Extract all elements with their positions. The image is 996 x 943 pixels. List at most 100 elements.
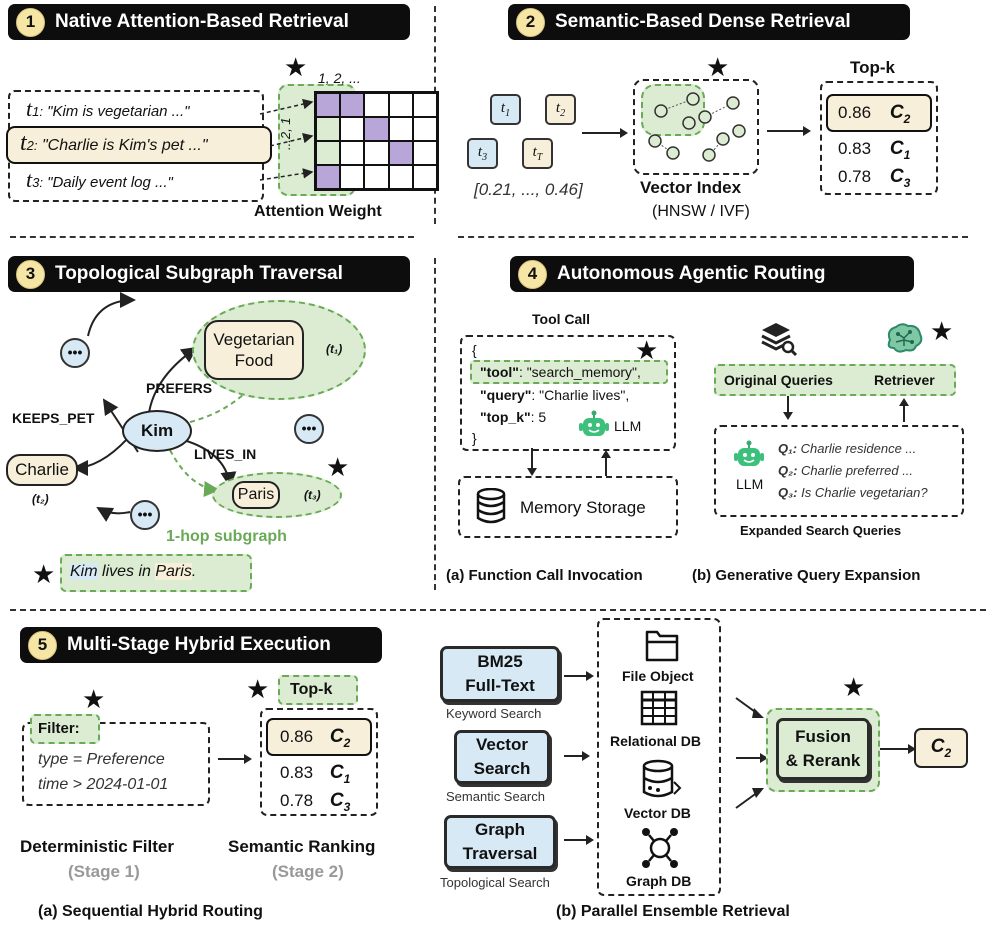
filter-label: Filter: — [38, 720, 80, 737]
attention-cell — [364, 93, 389, 117]
topk-result-1: 0.86 C2 — [838, 102, 911, 126]
topk-result-3: 0.78 C3 — [838, 166, 911, 190]
arrow-to-topk — [767, 126, 811, 136]
subgraph-label: 1-hop subgraph — [166, 528, 287, 545]
rank-result-1-highlight — [266, 718, 372, 756]
arrow-to-output — [880, 744, 916, 754]
token-3-symbol: t — [26, 167, 33, 192]
memory-storage-box — [458, 476, 678, 538]
panel3-title: Topological Subgraph Traversal — [55, 263, 343, 284]
attention-cell — [316, 165, 341, 189]
attention-cell — [412, 141, 437, 165]
expanded-query-3: Q₃: Is Charlie vegetarian? — [778, 485, 928, 500]
separator-vertical-middle — [434, 258, 436, 590]
topk-box — [820, 81, 938, 195]
food-node-tag: (t₁) — [326, 342, 343, 356]
rank-result-1: 0.86 C2 — [280, 726, 351, 750]
vector-search-sub: Semantic Search — [446, 789, 545, 804]
attention-cell — [388, 93, 413, 117]
star-icon: ★ — [326, 452, 350, 482]
vector-db-icon — [642, 759, 682, 798]
attention-cell — [412, 93, 437, 117]
stage1-sub: (Stage 1) — [68, 862, 140, 881]
store-file-object: File Object — [622, 668, 694, 684]
graph-traversal-sub: Topological Search — [440, 875, 550, 890]
expanded-query-1: Q₁: Charlie residence ... — [778, 441, 917, 456]
topk-result-1-highlight — [826, 94, 932, 132]
panel5-caption-b: (b) Parallel Ensemble Retrieval — [556, 903, 790, 920]
vector-index-label: Vector Index — [640, 178, 742, 197]
brain-icon — [887, 323, 923, 353]
answer-sentence: Kim lives in Paris. — [70, 563, 197, 580]
token-2-sub: 2: — [26, 138, 38, 153]
edge-label-lives-in: LIVES_IN — [194, 446, 257, 462]
star-icon: ★ — [842, 672, 866, 702]
separator-horizontal-1b — [458, 236, 968, 238]
graph-db-icon — [642, 828, 678, 868]
panel5-number: 5 — [28, 630, 57, 660]
edge-label-prefers: PREFERS — [146, 380, 213, 396]
attention-cell — [340, 117, 365, 141]
token-1-text: "Kim is vegetarian ..." — [47, 103, 190, 120]
attention-cell — [388, 141, 413, 165]
graph-ellipsis-node-3: ••• — [130, 500, 160, 530]
filter-line-1: type = Preference — [38, 751, 165, 768]
panel2-number: 2 — [516, 7, 545, 37]
matrix-row-labels: ...2, 1 — [278, 117, 293, 150]
tool-memory-arrows — [527, 448, 611, 476]
star-icon: ★ — [246, 674, 270, 704]
panel1-title: Native Attention-Based Retrieval — [55, 11, 349, 32]
panel5-header: 5 Multi-Stage Hybrid Execution — [20, 627, 382, 663]
charlie-node-tag: (t₂) — [32, 492, 49, 506]
graph-ellipsis-node-2: ••• — [294, 414, 324, 444]
tool-call-label: Tool Call — [532, 311, 591, 327]
stage2-title: Semantic Ranking — [228, 837, 376, 856]
charlie-node: Charlie — [6, 454, 78, 486]
graph-ellipsis-node-1: ••• — [60, 338, 90, 368]
database-icon — [476, 488, 506, 524]
attention-cell — [340, 141, 365, 165]
attention-cell — [316, 93, 341, 117]
attention-cell — [316, 141, 341, 165]
attention-cell — [364, 117, 389, 141]
llm-label-1: LLM — [614, 418, 642, 434]
token-row-2: t2: "Charlie is Kim's pet ..." — [20, 130, 208, 157]
stage1-title: Deterministic Filter — [20, 837, 174, 856]
vector-index-points — [648, 92, 746, 162]
json-open: { — [472, 342, 477, 358]
bm25-sub: Keyword Search — [446, 706, 542, 721]
token-row-2-highlight — [6, 126, 272, 164]
separator-horizontal-2 — [10, 609, 986, 611]
fusion-arrows — [735, 697, 768, 809]
llm-label-2: LLM — [736, 476, 764, 492]
star-icon: ★ — [32, 559, 56, 589]
embedding-vector: [0.21, ..., 0.46] — [474, 180, 583, 199]
stack-search-icon — [761, 323, 798, 357]
star-icon: ★ — [930, 316, 954, 346]
token-2-symbol: t — [20, 130, 27, 156]
rank-result-3: 0.78 C3 — [280, 790, 351, 814]
attention-matrix — [314, 91, 439, 191]
attention-cell — [316, 117, 341, 141]
matrix-col-labels: 1, 2, ... — [318, 70, 361, 86]
panel1-number: 1 — [16, 7, 45, 37]
expanded-queries-box — [714, 425, 964, 517]
stage2-sub: (Stage 2) — [272, 862, 344, 881]
token-1-sub: 1: — [32, 104, 43, 119]
attention-arrows — [259, 98, 314, 181]
table-icon — [640, 690, 678, 726]
output-node: C2 — [914, 728, 968, 768]
topk-label-5: Top-k — [290, 681, 333, 698]
token-row-1: t1: "Kim is vegetarian ..." — [26, 96, 190, 122]
data-stores-box — [597, 618, 721, 896]
json-topk-line: "top_k": 5 — [480, 409, 547, 425]
attention-cell — [412, 165, 437, 189]
topk-label-box-5 — [278, 675, 358, 705]
arrow-filter-to-rank — [218, 754, 252, 764]
attention-cell — [388, 117, 413, 141]
token-row-3: t3: "Daily event log ..." — [26, 167, 173, 193]
robot-icon — [734, 440, 764, 466]
original-queries-label: Original Queries — [724, 372, 833, 388]
